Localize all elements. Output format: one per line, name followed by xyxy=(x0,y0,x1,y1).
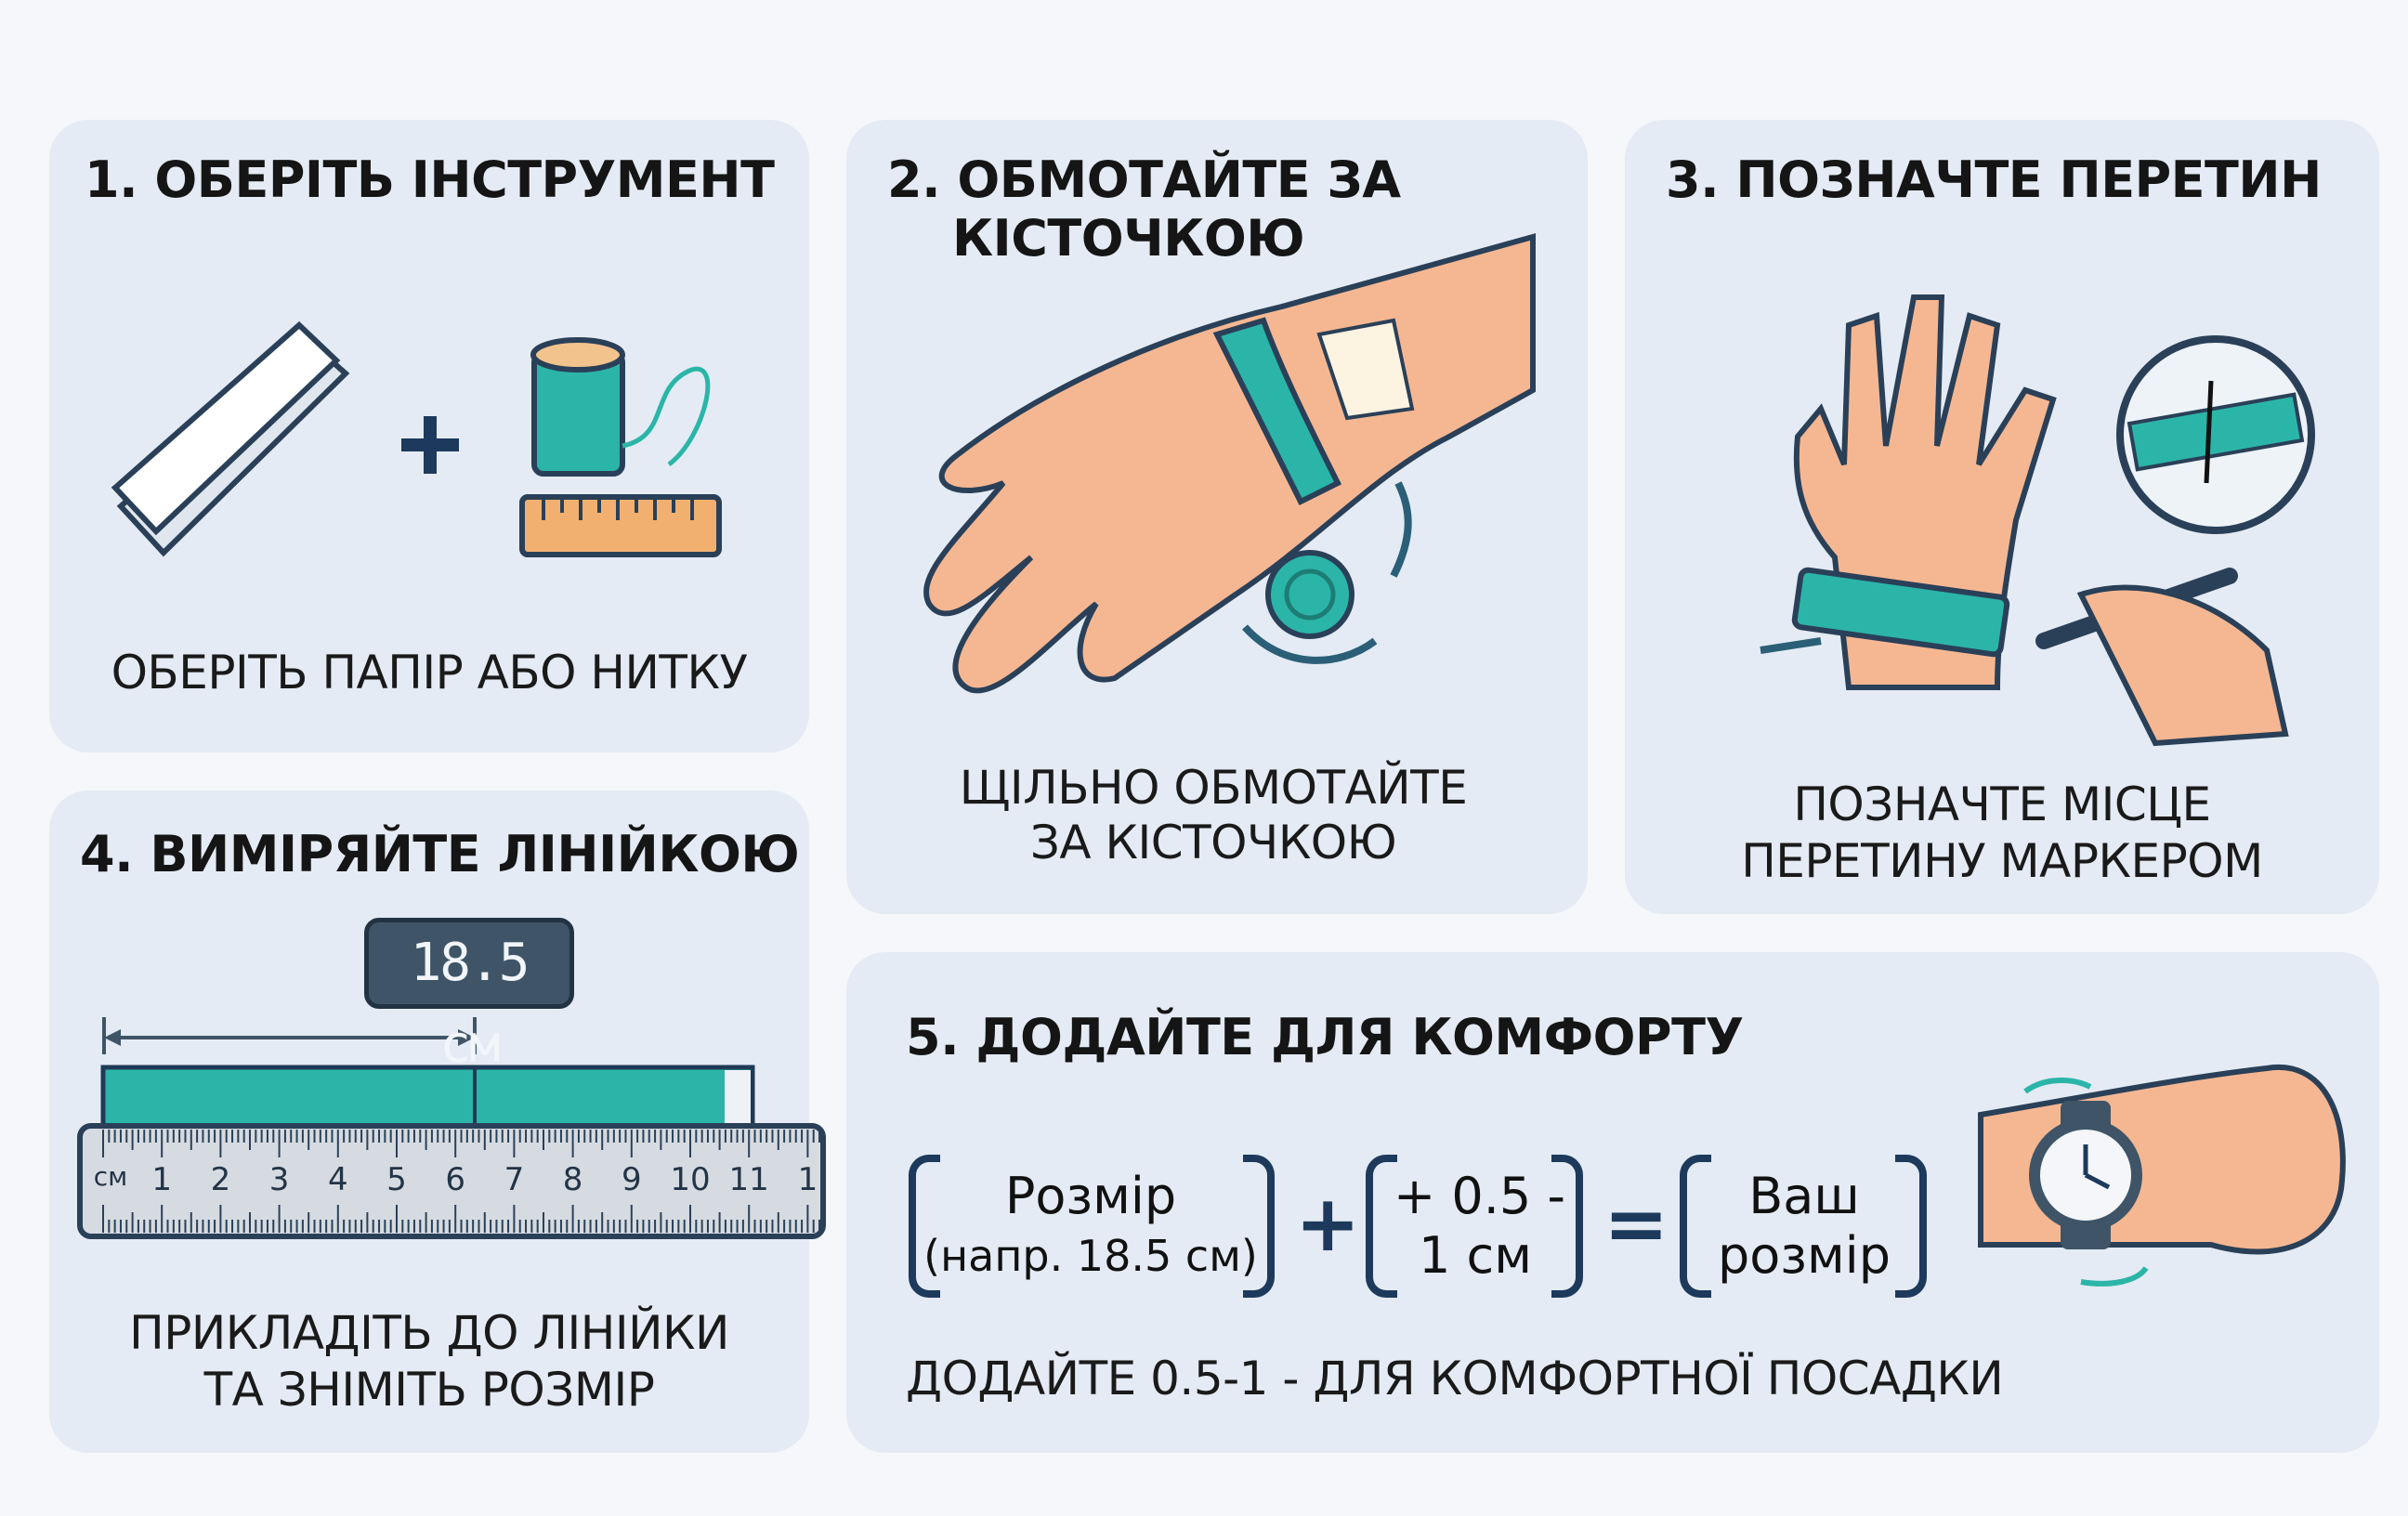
step-2-caption-line-2: ЗА КІСТОЧКОЮ xyxy=(1029,816,1397,869)
ruler-label: 4 xyxy=(327,1161,348,1198)
step-4-caption-line-1: ПРИКЛАДІТЬ ДО ЛІНІЙКИ xyxy=(129,1306,729,1360)
step-5-title: 5. ДОДАЙТЕ ДЛЯ КОМФОРТУ xyxy=(906,1008,1744,1066)
formula-term-size-note: (напр. 18.5 см) xyxy=(923,1231,1258,1281)
thread-spool-icon xyxy=(530,337,711,477)
bracket-right xyxy=(1895,1155,1927,1298)
formula-result-line-1: Ваш xyxy=(1748,1167,1860,1225)
step-1-caption: ОБЕРІТЬ ПАПІР АБО НИТКУ xyxy=(111,646,748,699)
bracket-right xyxy=(1243,1155,1275,1298)
ruler-label: 7 xyxy=(504,1161,525,1198)
bracket-right xyxy=(1551,1155,1583,1298)
step-1-title: 1. ОБЕРІТЬ ІНСТРУМЕНТ xyxy=(85,150,775,209)
step-2-title-line-1: 2. ОБМОТАЙТЕ ЗА xyxy=(887,150,1401,209)
ruler-label: 5 xyxy=(386,1161,407,1198)
ruler-label: 8 xyxy=(562,1161,583,1198)
paper-band xyxy=(100,1065,755,1151)
ruler-label: 10 xyxy=(670,1161,711,1198)
ruler-label: 9 xyxy=(621,1161,642,1198)
small-ruler-icon xyxy=(519,494,722,557)
step-2-caption-line-1: ЩІЛЬНО ОБМОТАЙТЕ xyxy=(959,761,1468,815)
formula-term-size: Розмір xyxy=(1004,1167,1177,1225)
step-5-caption: ДОДАЙТЕ 0.5-1 - ДЛЯ КОМФОРТНОЇ ПОСАДКИ xyxy=(906,1352,2004,1405)
measure-arrow xyxy=(102,1017,477,1054)
ruler-label: 6 xyxy=(445,1161,466,1198)
step-2-title-line-2: КІСТОЧКОЮ xyxy=(952,209,1305,268)
ruler-label: 3 xyxy=(268,1161,290,1198)
step-3-caption-line-2: ПЕРЕТИНУ МАРКЕРОМ xyxy=(1741,834,2263,888)
ruler-label: 2 xyxy=(210,1161,231,1198)
step-3-title: 3. ПОЗНАЧТЕ ПЕРЕТИН xyxy=(1666,150,2322,209)
step-4-caption-line-2: ТА ЗНІМІТЬ РОЗМІР xyxy=(203,1363,655,1417)
bracket-left xyxy=(1680,1155,1711,1298)
formula-equals: = xyxy=(1603,1178,1669,1269)
plus-icon xyxy=(401,416,459,474)
formula-term-comfort-line-2: 1 см xyxy=(1419,1226,1532,1285)
ruler xyxy=(77,1123,826,1239)
formula-term-comfort-line-1: + 0.5 - xyxy=(1394,1167,1565,1225)
ruler-label: 1 xyxy=(797,1161,818,1198)
watch-wrist-icon xyxy=(1978,1064,2346,1287)
paper-strip-icon xyxy=(111,320,350,557)
measurement-display: 18.5 см xyxy=(364,918,574,1075)
bracket-left xyxy=(1366,1155,1397,1298)
ruler-label: см xyxy=(93,1161,128,1192)
bracket-left xyxy=(909,1155,940,1298)
formula-plus: + xyxy=(1295,1178,1361,1269)
ruler-label: 11 xyxy=(728,1161,769,1198)
formula-result-line-2: розмір xyxy=(1717,1226,1891,1285)
step-4-title: 4. ВИМІРЯЙТЕ ЛІНІЙКОЮ xyxy=(80,825,800,883)
ruler-label: 1 xyxy=(151,1161,173,1198)
palm-mark-icon xyxy=(1760,294,2315,747)
step-3-caption-line-1: ПОЗНАЧТЕ МІСЦЕ xyxy=(1793,778,2211,831)
hand-wrapping-icon xyxy=(923,233,1536,694)
